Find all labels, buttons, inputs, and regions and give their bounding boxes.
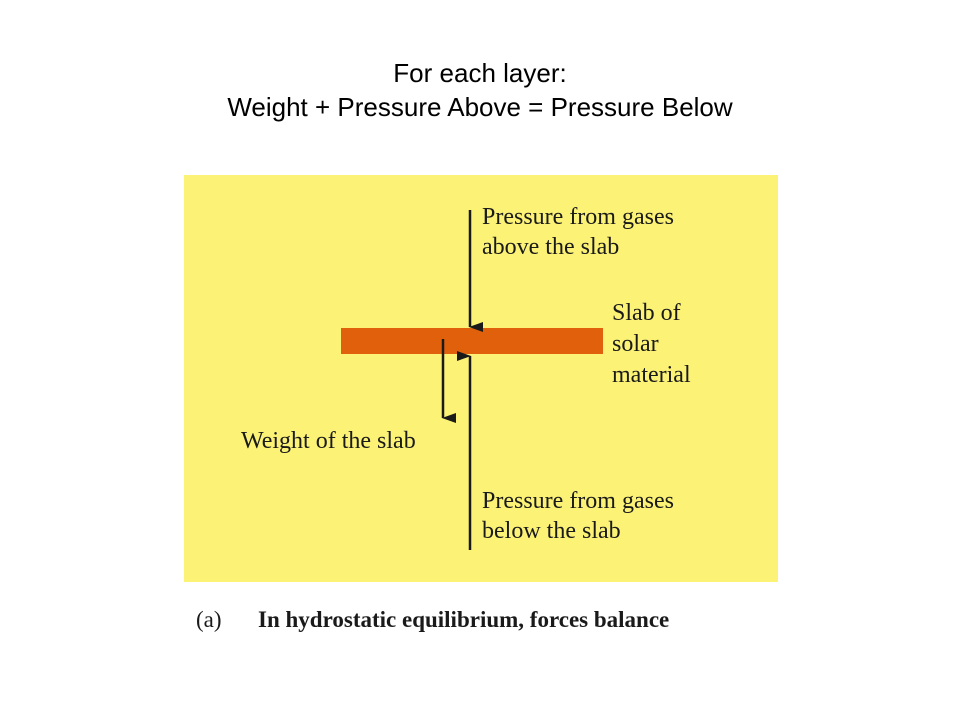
- caption-panel-label: (a): [196, 607, 222, 632]
- solar-slab: [341, 328, 603, 354]
- pressure-above-label-line-2: above the slab: [482, 234, 619, 260]
- pressure-below-label-line-2: below the slab: [482, 518, 621, 544]
- pressure-above-label: Pressure from gases above the slab: [482, 204, 680, 260]
- slab-label-line-3: material: [612, 362, 691, 388]
- caption-text: In hydrostatic equilibrium, forces balan…: [258, 607, 669, 632]
- slab-label-line-1: Slab of: [612, 300, 681, 326]
- title-line-1: For each layer:: [393, 58, 567, 88]
- diagram-background: [184, 175, 778, 582]
- pressure-below-label: Pressure from gases below the slab: [482, 488, 680, 544]
- slab-label: Slab of solar material: [612, 300, 691, 388]
- pressure-above-label-line-1: Pressure from gases: [482, 204, 674, 230]
- title-line-2: Weight + Pressure Above = Pressure Below: [227, 92, 733, 122]
- weight-label: Weight of the slab: [241, 428, 416, 454]
- slab-label-line-2: solar: [612, 331, 659, 357]
- pressure-below-label-line-1: Pressure from gases: [482, 488, 674, 514]
- slide-title: For each layer: Weight + Pressure Above …: [0, 56, 960, 124]
